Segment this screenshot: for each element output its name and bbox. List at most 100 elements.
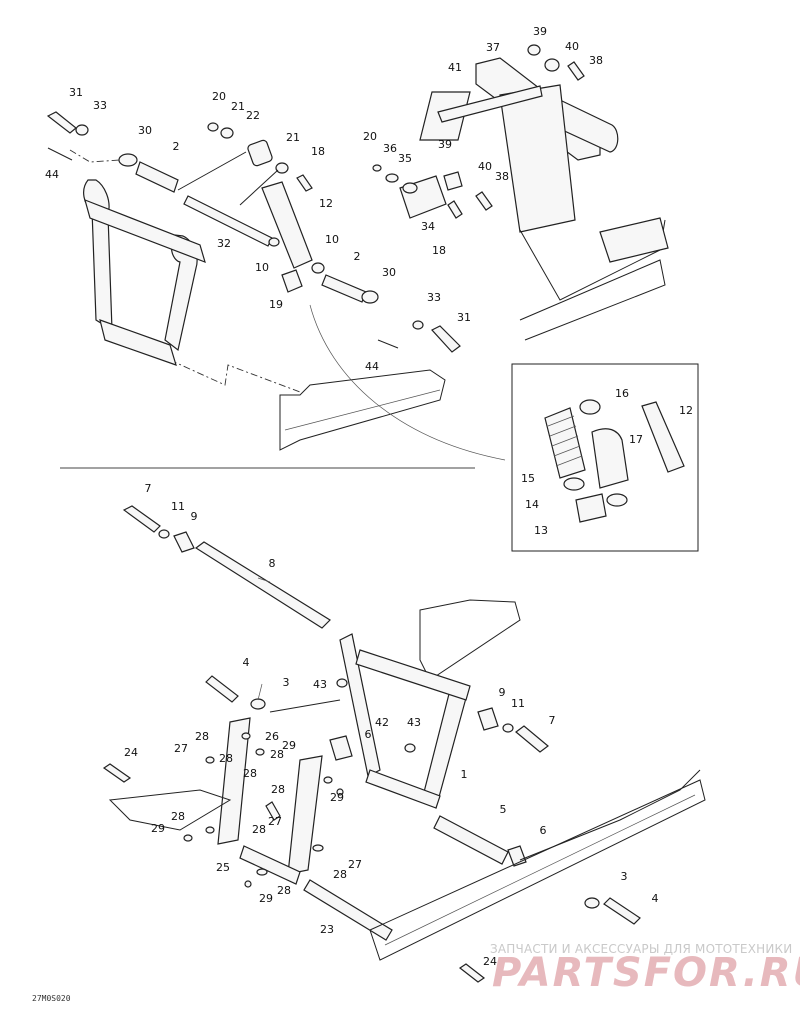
part-27-bolt-head <box>205 756 215 764</box>
callout-c40b: 40 <box>478 160 492 173</box>
callout-c44b: 44 <box>365 360 379 373</box>
callout-c22: 22 <box>246 109 260 122</box>
callout-c43b: 43 <box>407 716 421 729</box>
callout-c4b: 4 <box>652 892 659 905</box>
callout-c28g: 28 <box>252 823 266 836</box>
callout-c38b: 38 <box>495 170 509 183</box>
rear-suspension-assembly <box>102 505 706 983</box>
part-36-spacer <box>385 173 399 183</box>
callout-c6b: 6 <box>540 824 547 837</box>
callout-c32: 32 <box>217 237 231 250</box>
callout-c28a: 28 <box>195 730 209 743</box>
callout-c27c: 27 <box>348 858 362 871</box>
callout-c43a: 43 <box>313 678 327 691</box>
callout-c7a: 7 <box>145 482 152 495</box>
detail-leader-arc <box>309 304 506 461</box>
callout-c17: 17 <box>629 433 643 446</box>
part-25-sleeve <box>239 845 301 885</box>
leader-dash-rail <box>169 359 301 393</box>
part-31-bolt-lower <box>431 325 461 353</box>
callout-c9a: 9 <box>191 510 198 523</box>
callout-c14: 14 <box>525 498 539 511</box>
callout-c5: 5 <box>500 803 507 816</box>
part-8-shaft <box>194 541 331 629</box>
part-40-washer-top <box>544 58 560 72</box>
part-28-washer-c <box>323 776 333 784</box>
callout-c28c: 28 <box>270 748 284 761</box>
callout-c38a: 38 <box>589 54 603 67</box>
part-31-bolt-upper <box>46 111 77 134</box>
part-34-bracket <box>399 175 447 219</box>
callout-c20b: 20 <box>363 130 377 143</box>
part-28-washer-a <box>241 732 251 740</box>
callout-c12a: 12 <box>319 197 333 210</box>
part-1-arm-bottom-tube <box>365 769 441 809</box>
callout-c28f: 28 <box>171 810 185 823</box>
part-19-spacer <box>281 269 303 293</box>
callout-c2b: 2 <box>354 250 361 263</box>
callout-c39b: 39 <box>438 138 452 151</box>
part-29-nut-c <box>244 880 252 888</box>
callout-c29a: 29 <box>282 739 296 752</box>
callout-c13: 13 <box>534 524 548 537</box>
callout-c42: 42 <box>375 716 389 729</box>
part-14-ring <box>563 477 585 491</box>
part-20-nut <box>207 122 219 132</box>
callout-c29b: 29 <box>330 791 344 804</box>
rear-link-rod <box>437 85 543 123</box>
part-38-bolt-top <box>567 61 585 81</box>
callout-c27b: 27 <box>268 815 282 828</box>
part-1-arm-left-leg <box>339 633 381 777</box>
part-9-bushing-right <box>477 707 499 731</box>
callout-c31a: 31 <box>69 86 83 99</box>
callout-c21a: 21 <box>231 100 245 113</box>
part-28-washer-b <box>255 748 265 756</box>
arm-upper-tube <box>84 199 206 263</box>
callout-c37: 37 <box>486 41 500 54</box>
part-29-nut-b <box>183 834 193 842</box>
part-3-washer-lower <box>584 897 600 909</box>
slide-rail-front <box>279 369 446 451</box>
callout-c6a: 6 <box>365 728 372 741</box>
part-43-bolt-right <box>404 743 416 753</box>
callout-c31b: 31 <box>457 311 471 324</box>
part-18-bolt-upper <box>296 174 313 192</box>
part-28-washer-d <box>205 826 215 834</box>
part-35-bushing <box>402 182 418 194</box>
callout-c28i: 28 <box>277 884 291 897</box>
part-1-arm-top-tube <box>355 649 471 701</box>
callout-c33a: 33 <box>93 99 107 112</box>
part-16-cup <box>579 399 601 415</box>
part-10-bushing-left <box>268 237 280 247</box>
callout-c34: 34 <box>421 220 435 233</box>
part-13-spring-small <box>575 493 607 523</box>
spring-coil-lines <box>547 415 583 467</box>
callout-c28e: 28 <box>271 783 285 796</box>
rear-rail-plate <box>599 217 669 263</box>
part-11-washer-right <box>502 723 514 733</box>
callout-c25: 25 <box>216 861 230 874</box>
rear-pivot-assembly <box>372 44 669 341</box>
callout-c1: 1 <box>461 768 468 781</box>
callout-c28h: 28 <box>333 868 347 881</box>
part-15-spring <box>544 407 586 479</box>
callout-c33b: 33 <box>427 291 441 304</box>
watermark-text: ЗАПЧАСТИ И АКСЕССУАРЫ ДЛЯ МОТОТЕХНИКИ <box>490 942 793 956</box>
part-44-pin-lower <box>377 339 399 349</box>
callout-c27a: 27 <box>174 742 188 755</box>
part-3-washer-upper <box>250 698 266 710</box>
callout-c30b: 30 <box>382 266 396 279</box>
callout-c24b: 24 <box>483 955 497 968</box>
slide-rail-right-upper <box>419 599 521 681</box>
part-20-nut-rear <box>372 164 382 172</box>
part-10-bushing-right <box>311 262 325 274</box>
part-33-washer-upper <box>75 124 89 136</box>
callout-c19: 19 <box>269 298 283 311</box>
part-28-washer-e <box>256 868 268 876</box>
arm-crossbar <box>99 319 177 366</box>
watermark-logo: PARTSFOR.RU <box>492 950 800 996</box>
slide-rail-right <box>369 779 706 961</box>
slide-rail-left-front <box>108 789 232 831</box>
callout-c29d: 29 <box>259 892 273 905</box>
